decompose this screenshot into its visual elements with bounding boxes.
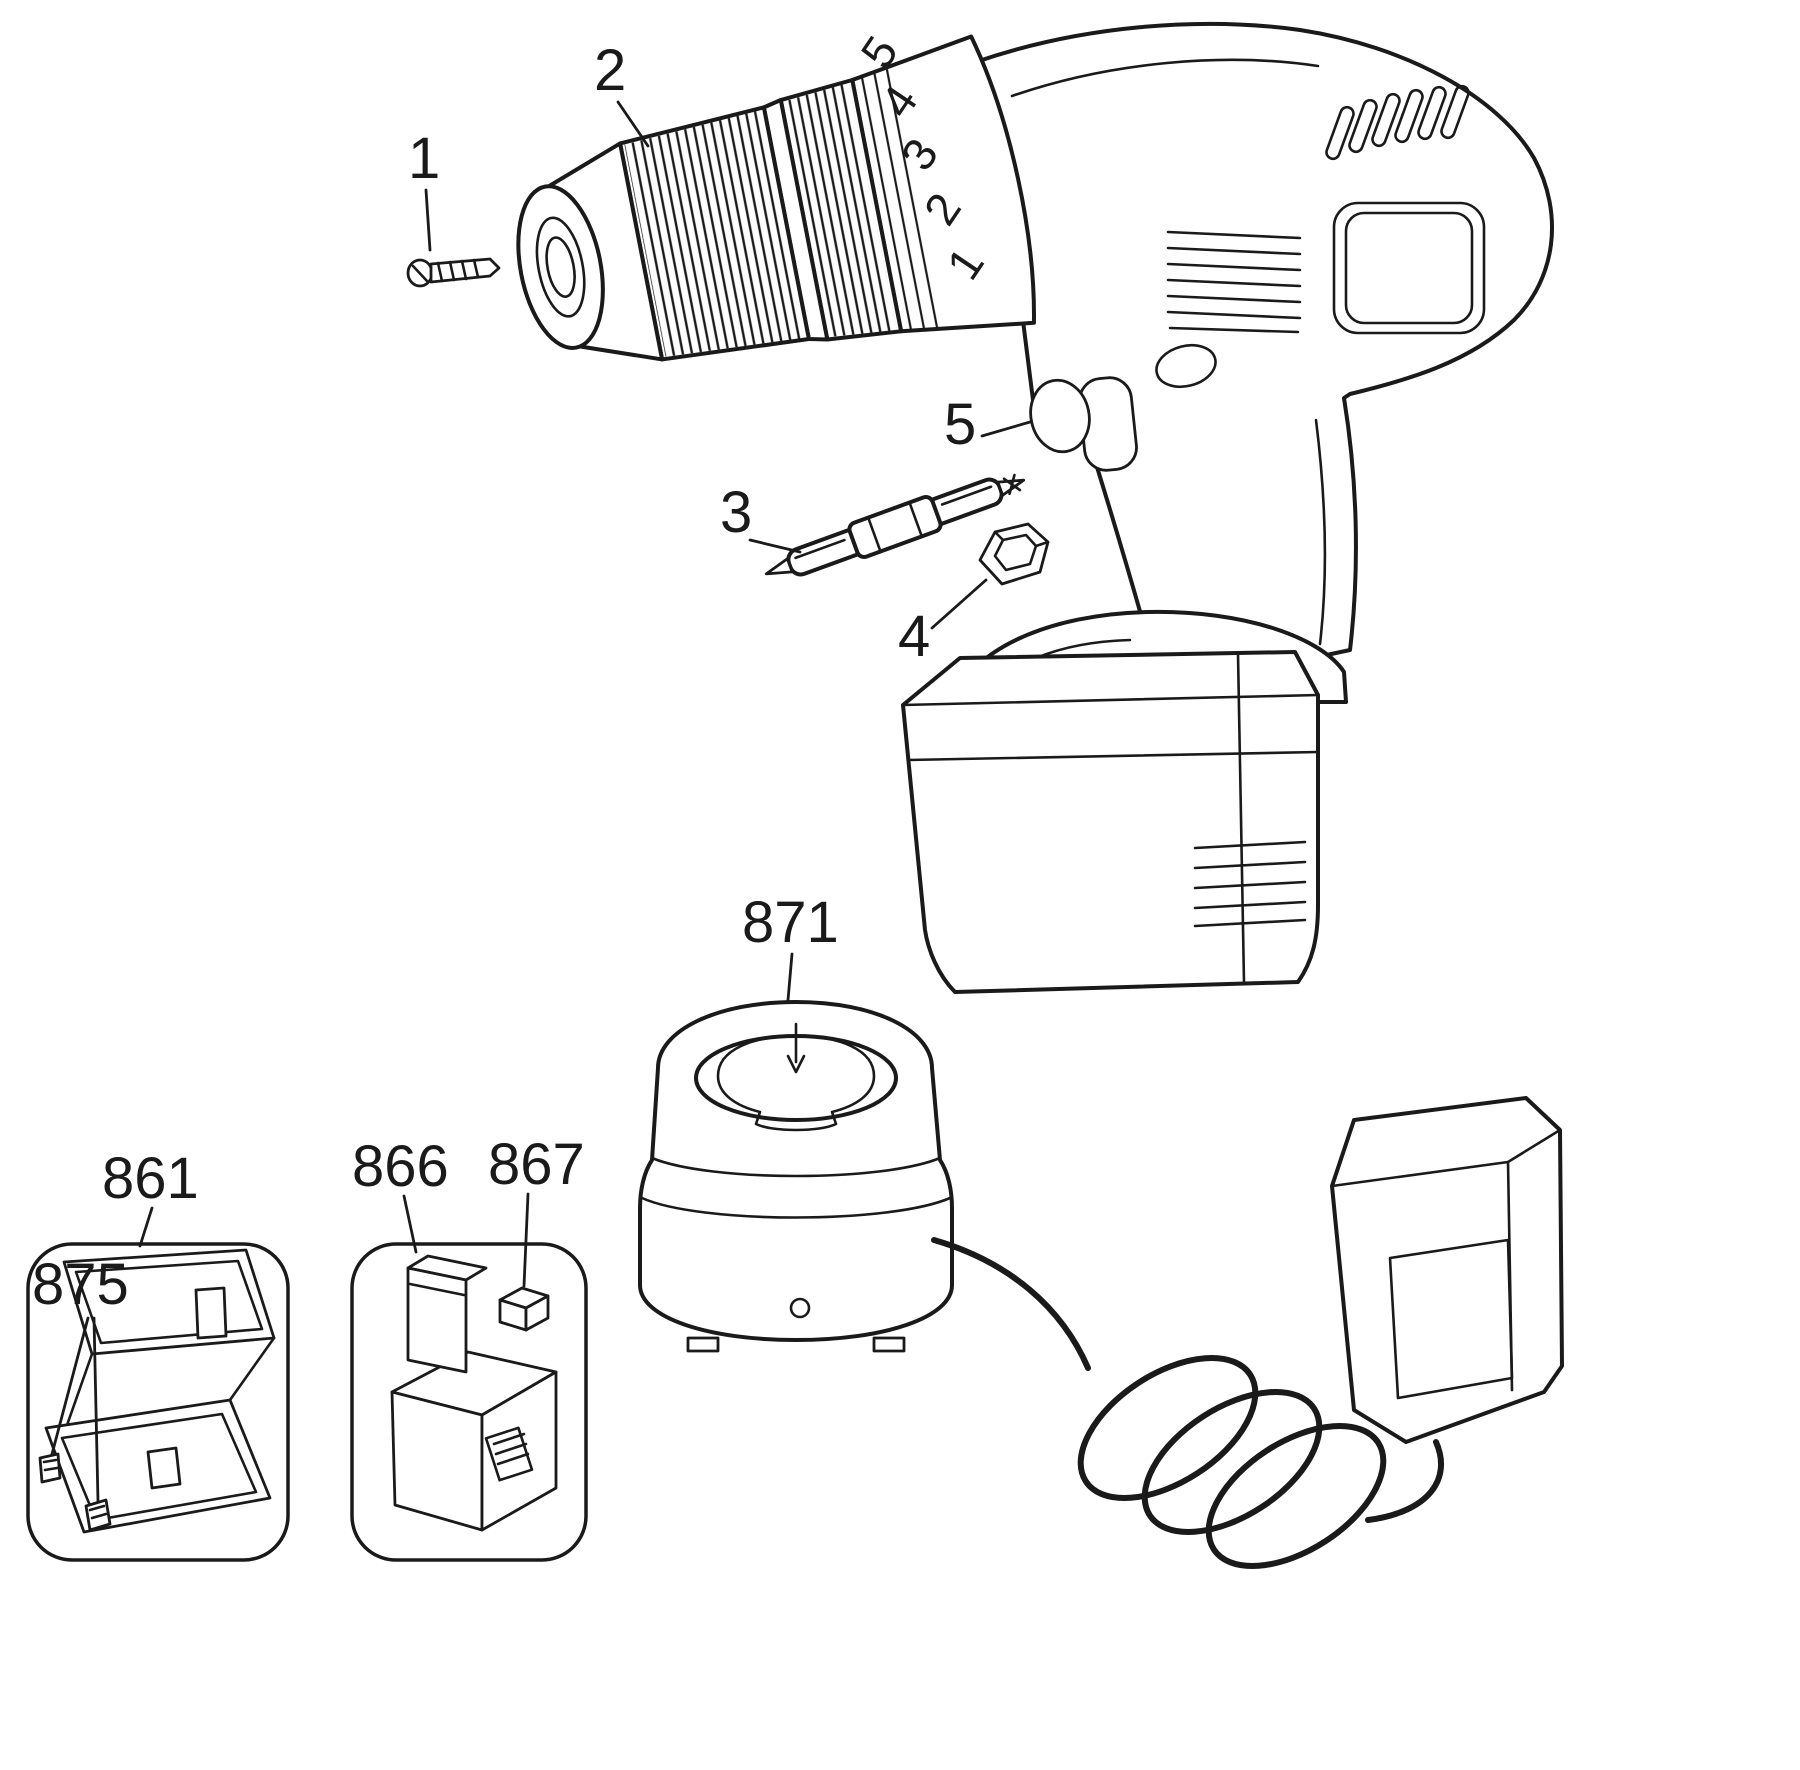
wall-adapter <box>1330 1096 1564 1444</box>
case-lid-insert <box>194 1286 228 1340</box>
chuck-assembly: 1 2 3 4 5 <box>516 27 1036 362</box>
adapter-label-recess <box>1388 1238 1514 1400</box>
charger-cord <box>931 1237 1444 1569</box>
callout-3: 3 <box>720 480 802 554</box>
callout-871-label: 871 <box>742 890 839 955</box>
screw <box>406 257 501 288</box>
callout-861-label: 861 <box>102 1146 199 1211</box>
vent-slots <box>1325 84 1470 161</box>
battery-latch-ribs <box>1193 840 1307 928</box>
drill-body <box>974 21 1554 692</box>
bit-holder-clip <box>978 522 1050 586</box>
case-tray-block <box>146 1446 182 1490</box>
charger-indicator <box>789 1297 811 1319</box>
handle-contour-line <box>1314 418 1327 646</box>
side-panel <box>1332 201 1486 335</box>
body-contour-line <box>1010 58 1320 98</box>
callout-1: 1 <box>408 126 440 252</box>
charger-keyhole <box>716 1034 876 1132</box>
callout-866-label: 866 <box>352 1134 449 1199</box>
battery-cap-part <box>498 1286 550 1332</box>
callout-2-label: 2 <box>594 38 626 103</box>
callout-2: 2 <box>594 38 650 148</box>
trigger-assembly <box>1029 376 1138 472</box>
chuck-front-face <box>516 184 605 350</box>
callout-4-label: 4 <box>898 604 930 669</box>
forward-reverse-button <box>1029 378 1091 454</box>
kit-case-panel <box>26 1242 290 1562</box>
case-latches <box>38 1452 112 1532</box>
drill-battery-pack <box>901 609 1348 994</box>
grip-ridges <box>1166 230 1302 334</box>
battery-panel <box>350 1242 588 1562</box>
callout-5-label: 5 <box>944 392 976 457</box>
callout-3-label: 3 <box>720 480 752 545</box>
callout-861: 861 <box>102 1146 199 1248</box>
callout-875-label: 875 <box>32 1252 129 1317</box>
body-oval-recess <box>1155 343 1217 389</box>
callout-871: 871 <box>742 890 839 1002</box>
callout-867-label: 867 <box>488 1132 585 1197</box>
battery-pack <box>390 1254 558 1532</box>
callout-875: 875 <box>32 1252 129 1504</box>
charger-base <box>638 1000 954 1353</box>
callout-866: 866 <box>352 1134 449 1254</box>
callout-5: 5 <box>944 392 1032 457</box>
callout-1-label: 1 <box>408 126 440 191</box>
callout-4: 4 <box>898 578 988 669</box>
callout-867: 867 <box>488 1132 585 1288</box>
screwdriver-bit <box>764 473 1026 577</box>
